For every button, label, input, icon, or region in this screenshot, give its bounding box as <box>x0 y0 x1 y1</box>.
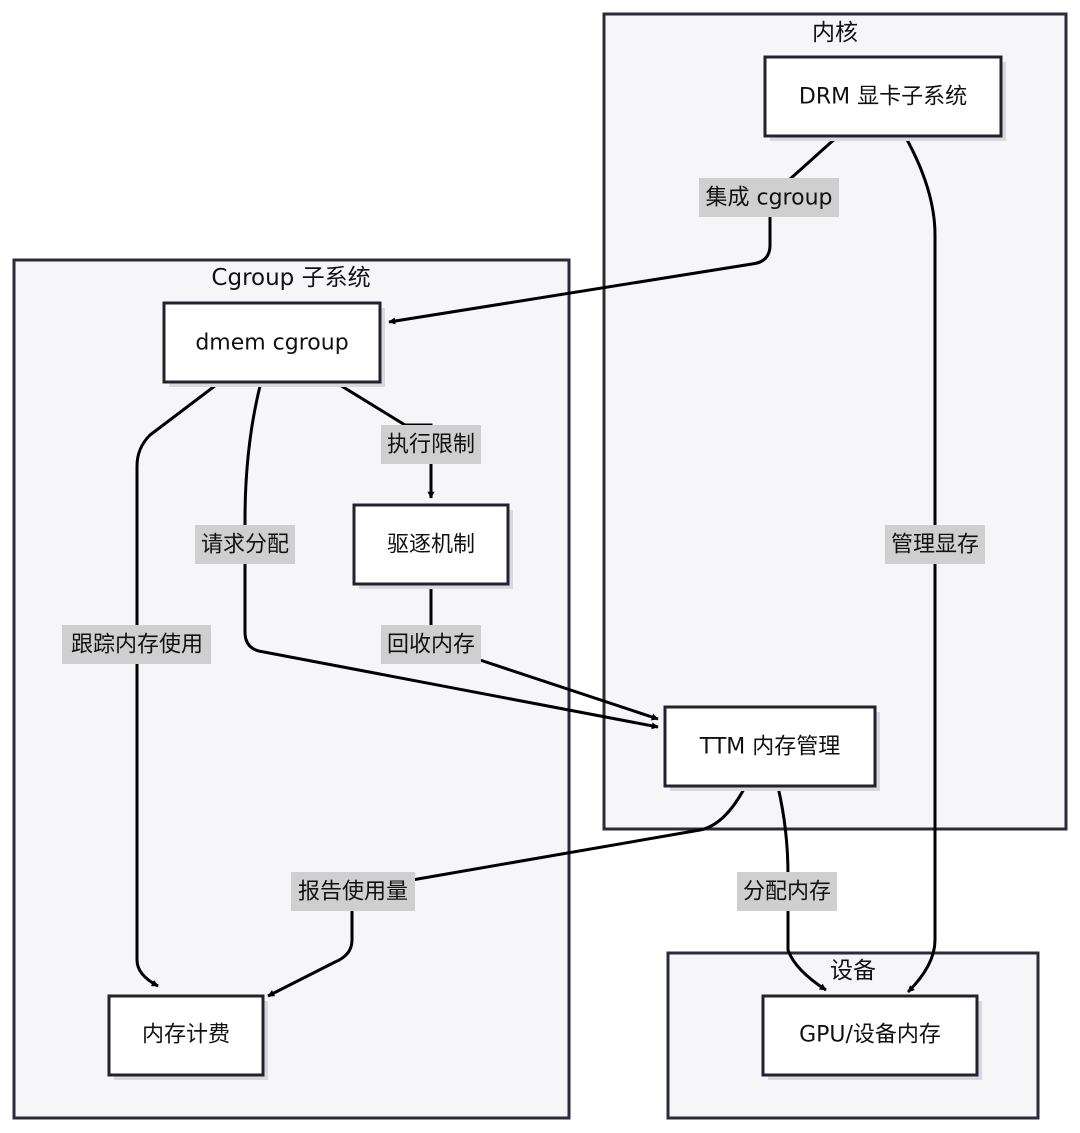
node-dmem-label: dmem cgroup <box>195 331 348 356</box>
edge-label-enforce-limit-text: 执行限制 <box>387 433 475 458</box>
edge-label-enforce-limit: 执行限制 <box>381 425 481 464</box>
edge-drm-to-dmem <box>388 134 840 325</box>
node-eviction[interactable]: 驱逐机制 <box>352 503 513 589</box>
edge-label-request-alloc-bg <box>195 525 295 564</box>
cluster-cgroup-box <box>12 258 571 1120</box>
edge-label-manage-vram-bg <box>885 525 985 564</box>
node-drm-box[interactable] <box>763 55 1003 138</box>
cluster-kernel-title: 内核 <box>812 20 858 46</box>
edge-dmem-to-ttm <box>243 381 659 730</box>
edge-label-enforce-limit-bg <box>381 425 481 464</box>
edge-label-report-usage-text: 报告使用量 <box>298 880 408 905</box>
node-eviction-label: 驱逐机制 <box>387 533 475 558</box>
edge-drm-to-gpu-mem <box>903 135 937 994</box>
cluster-kernel: 内核 <box>602 12 1068 831</box>
node-gpu-memory-label: GPU/设备内存 <box>799 1023 941 1048</box>
edge-label-request-alloc-text: 请求分配 <box>201 533 289 558</box>
node-eviction-box[interactable] <box>352 503 510 586</box>
cluster-cgroup: Cgroup 子系统 <box>12 258 571 1120</box>
edge-label-allocate-bg <box>737 872 837 911</box>
cluster-device-title: 设备 <box>830 958 876 984</box>
node-ttm-box[interactable] <box>663 705 877 788</box>
node-accounting[interactable]: 内存计费 <box>107 994 268 1080</box>
edge-label-track-usage: 跟踪内存使用 <box>62 625 211 664</box>
edge-label-allocate: 分配内存 <box>737 872 837 911</box>
edge-label-track-usage-text: 跟踪内存使用 <box>71 633 203 658</box>
edge-label-request-alloc: 请求分配 <box>195 525 295 564</box>
node-drm[interactable]: DRM 显卡子系统 <box>763 55 1006 141</box>
node-accounting-label: 内存计费 <box>142 1023 230 1048</box>
node-dmem-box[interactable] <box>162 301 382 384</box>
edge-label-allocate-text: 分配内存 <box>743 880 831 905</box>
node-accounting-box[interactable] <box>107 994 265 1077</box>
edge-label-integrate-text: 集成 cgroup <box>706 186 833 211</box>
edge-dmem-to-accounting <box>135 380 221 988</box>
edge-label-report-usage: 报告使用量 <box>291 872 415 911</box>
node-gpu-memory-box[interactable] <box>761 994 979 1077</box>
node-ttm-label: TTM 内存管理 <box>699 735 840 760</box>
node-dmem[interactable]: dmem cgroup <box>162 301 385 387</box>
edge-label-integrate: 集成 cgroup <box>699 178 839 217</box>
edge-label-integrate-bg <box>699 178 839 217</box>
cluster-kernel-box <box>602 12 1068 831</box>
edge-label-manage-vram-text: 管理显存 <box>891 533 979 558</box>
edge-label-reclaim-bg <box>381 625 481 664</box>
node-drm-label: DRM 显卡子系统 <box>799 85 967 110</box>
edge-label-track-usage-bg <box>62 625 211 664</box>
edge-label-reclaim-text: 回收内存 <box>387 633 475 658</box>
cluster-cgroup-title: Cgroup 子系统 <box>211 265 370 291</box>
node-gpu-memory[interactable]: GPU/设备内存 <box>761 994 982 1080</box>
edge-label-reclaim: 回收内存 <box>381 625 481 664</box>
edge-label-report-usage-bg <box>291 872 415 911</box>
edge-label-manage-vram: 管理显存 <box>885 525 985 564</box>
node-ttm[interactable]: TTM 内存管理 <box>663 705 880 791</box>
